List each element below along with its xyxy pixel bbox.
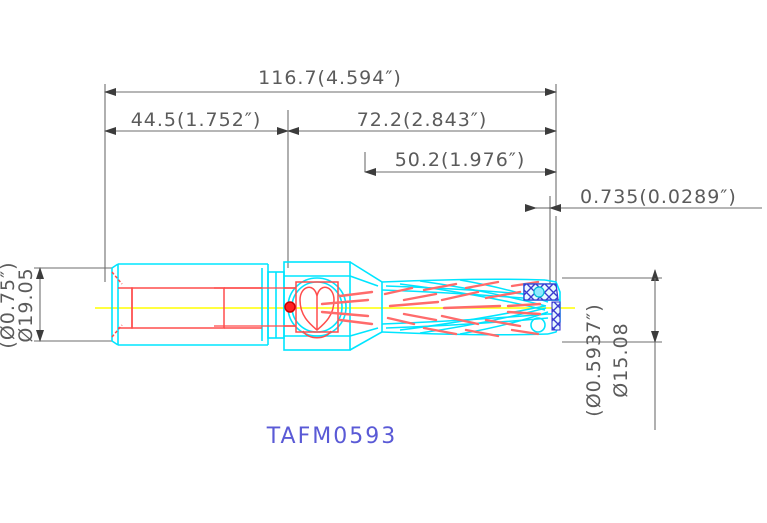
dim-cut-diameter-text: Ø15.08 [610,322,632,397]
part-number-label: TAFM0593 [266,424,397,449]
dim-tipoffset-text: 0.735(0.0289″) [580,186,737,208]
dim-shank-diameter-inch-text: (Ø0.75″) [0,261,19,348]
dim-cut-diameter-inch-text: (Ø0.5937″) [583,303,605,416]
shank-outline [111,263,269,346]
dim-shank-diameter-text: Ø19.05 [15,267,37,342]
dim-overall-text: 116.7(4.594″) [258,67,402,89]
dimension-arrows [36,88,762,430]
neck-outline [267,271,285,339]
dim-flute-text: 50.2(1.976″) [395,149,526,171]
shank-internal-hidden [111,271,262,338]
transition-cone [349,261,383,351]
dim-shank-text: 44.5(1.752″) [131,109,262,131]
flange-internal-hidden [214,281,339,339]
dimension-lines [34,84,662,343]
insert-pocket-hatch [523,283,561,331]
dim-body-text: 72.2(2.843″) [357,109,488,131]
